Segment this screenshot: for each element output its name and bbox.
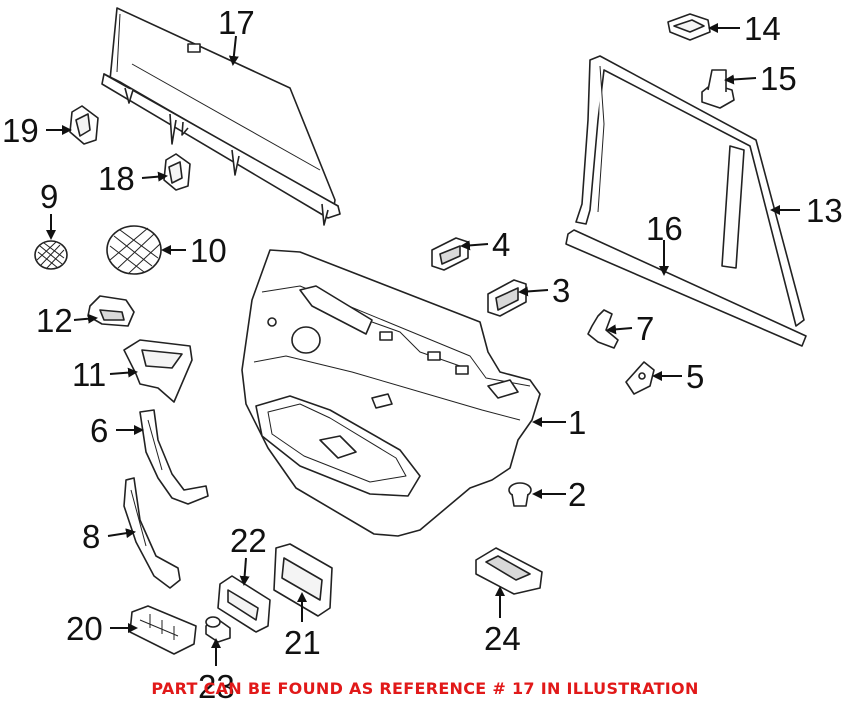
part-7-bracket	[587, 309, 619, 349]
callout-5: 5	[686, 358, 704, 395]
part-23-knob	[205, 616, 231, 643]
callout-labels: 17 19 18 9 10 12 11 6 8 20 23 22 21 24 1…	[2, 4, 843, 705]
part-24-window-switch	[475, 547, 543, 595]
part-5-bracket	[625, 361, 655, 395]
callout-2: 2	[568, 476, 586, 513]
part-11-trim-bezel	[123, 339, 193, 403]
callout-8: 8	[82, 518, 100, 555]
callout-6: 6	[90, 412, 108, 449]
callout-14: 14	[744, 10, 781, 47]
part-21-bezel	[273, 543, 333, 617]
part-15-clip	[701, 69, 735, 109]
callout-22: 22	[230, 522, 267, 559]
callout-9: 9	[40, 178, 58, 215]
part-9-speaker-grille	[34, 240, 68, 270]
callout-7: 7	[636, 310, 654, 347]
leader-lines	[46, 23, 800, 666]
callout-13: 13	[806, 192, 843, 229]
part-22-bezel	[217, 575, 271, 633]
part-18-clip	[163, 153, 191, 191]
part-3-insert	[487, 279, 527, 317]
part-1-door-panel	[241, 249, 541, 537]
part-6-grab-handle	[139, 409, 209, 505]
part-2-push-clip	[508, 482, 532, 507]
callout-17: 17	[218, 4, 255, 41]
part-17-sunshade	[101, 7, 341, 226]
reference-note: PART CAN BE FOUND AS REFERENCE # 17 IN I…	[151, 679, 698, 698]
callout-18: 18	[98, 160, 135, 197]
callout-1: 1	[568, 404, 586, 441]
part-20-switch	[129, 605, 197, 655]
callout-11: 11	[72, 356, 106, 393]
callout-4: 4	[492, 226, 510, 263]
part-10-speaker-grille	[106, 225, 162, 275]
callout-3: 3	[552, 272, 570, 309]
callout-10: 10	[190, 232, 227, 269]
callout-15: 15	[760, 60, 797, 97]
part-12-switch-housing	[87, 295, 135, 327]
part-19-clip	[69, 105, 99, 145]
part-13-seal-frame	[575, 55, 805, 327]
part-16-weatherstrip	[565, 229, 807, 347]
callout-19: 19	[2, 112, 39, 149]
callout-12: 12	[36, 302, 73, 339]
callout-20: 20	[66, 610, 103, 647]
callout-23: 23	[198, 668, 235, 705]
callout-24: 24	[484, 620, 521, 657]
part-14-clip	[667, 13, 711, 41]
callout-21: 21	[284, 624, 321, 661]
callout-16: 16	[646, 210, 683, 247]
part-4-insert	[431, 237, 469, 271]
